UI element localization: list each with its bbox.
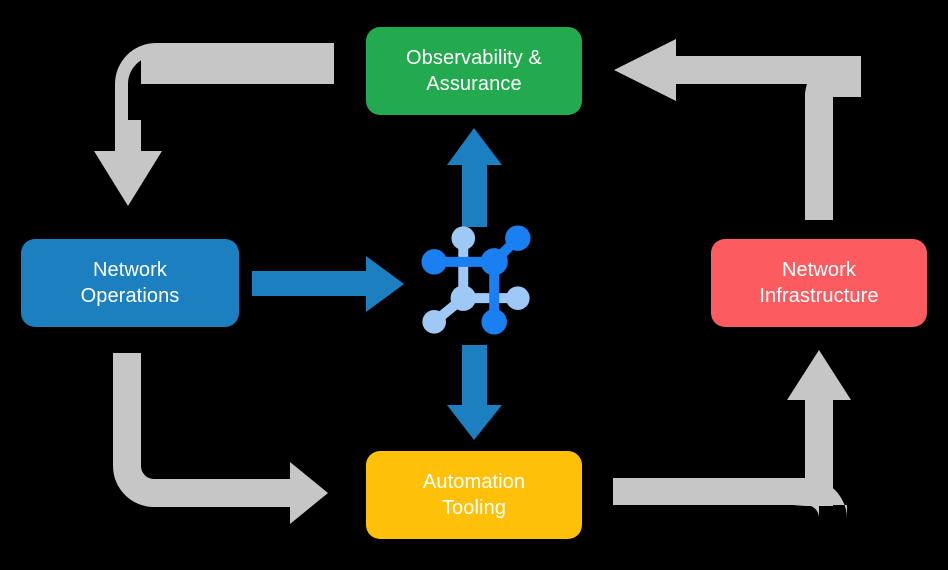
arrow-core-to-automation	[447, 345, 502, 440]
arrow-core-to-observability	[447, 128, 502, 227]
network-topology-icon	[421, 225, 531, 335]
box-network-operations[interactable]: Network Operations	[21, 239, 239, 327]
arrow-automation-to-infrastructure	[613, 350, 851, 518]
arrow-operations-to-core	[252, 256, 404, 312]
box-network-infrastructure[interactable]: Network Infrastructure	[711, 239, 927, 327]
box-automation-tooling[interactable]: Automation Tooling	[366, 451, 582, 539]
network-topology-nodes	[421, 225, 531, 335]
arrow-infrastructure-to-observability	[614, 39, 861, 220]
box-observability-assurance[interactable]: Observability & Assurance	[366, 27, 582, 115]
arrow-operations-to-automation	[113, 353, 328, 524]
arrow-observability-to-operations	[94, 43, 334, 206]
